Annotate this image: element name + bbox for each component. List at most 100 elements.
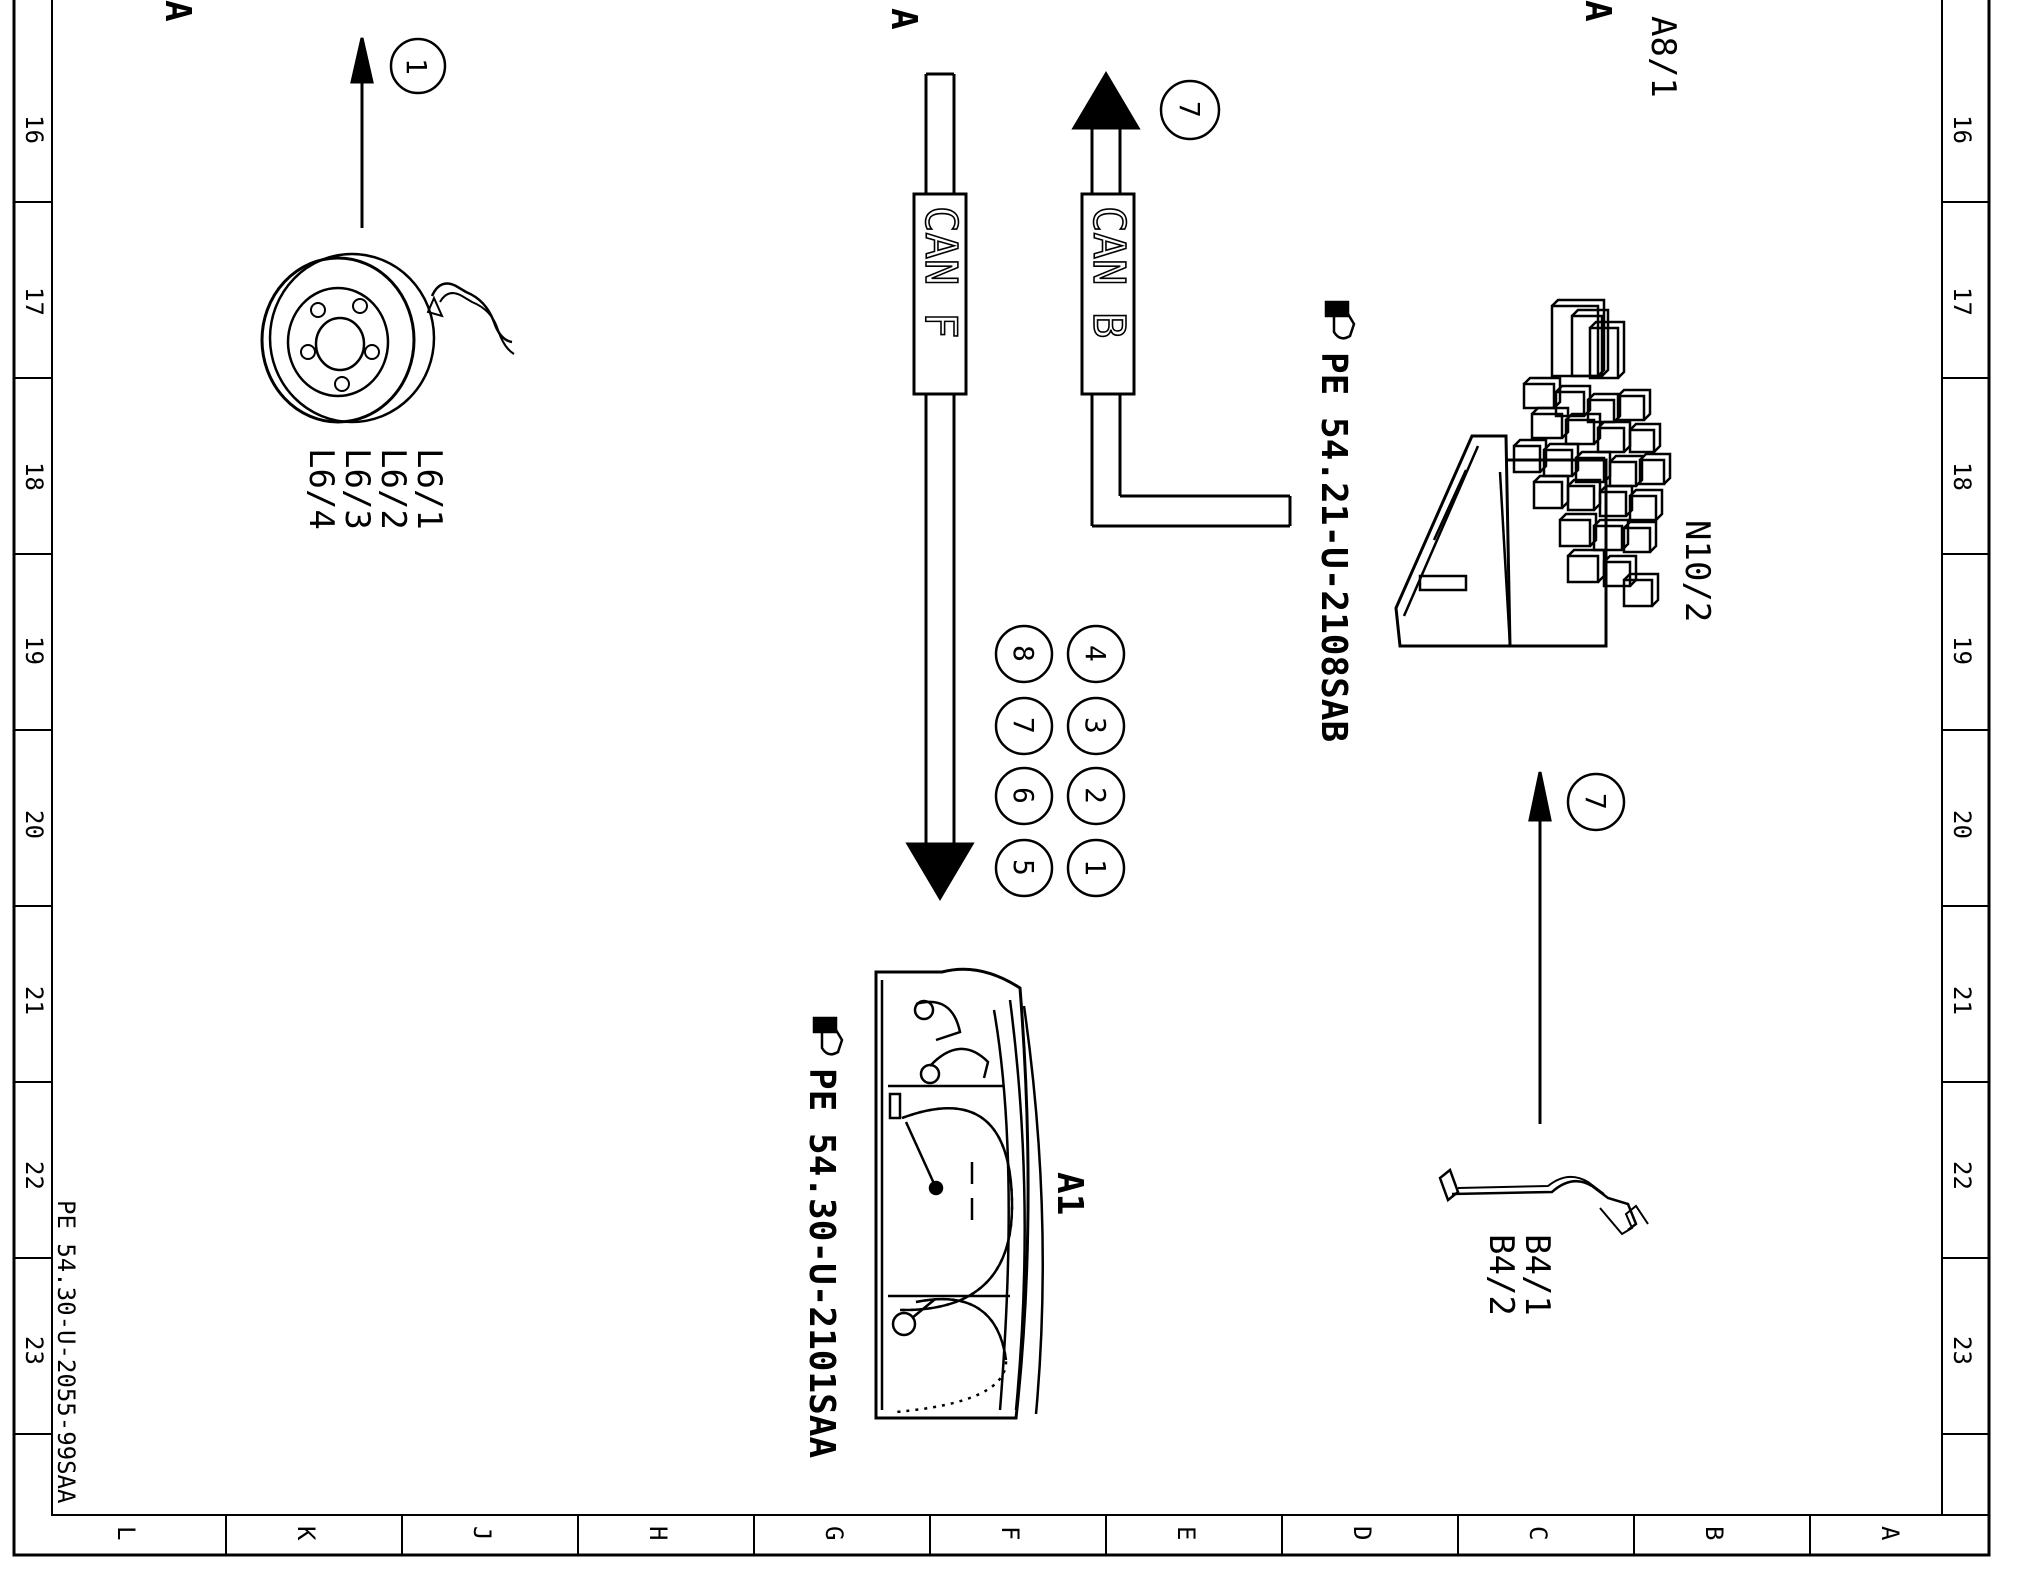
fuse-block-edge [1603,554,1638,587]
column-letter: H [644,1526,672,1540]
fuse-block [1532,480,1564,510]
fuse-relay-module-component [1394,298,1672,648]
connector-circle-labels: 4 3 2 1 8 7 6 5 [1007,645,1112,876]
fuse-block [1566,484,1596,512]
fuse-block-edge [1629,422,1662,453]
fuse-block-edge [1589,320,1626,379]
column-letter: B [1700,1526,1728,1540]
fuse-block-edge [1639,452,1672,485]
fuse-block [1566,554,1600,584]
fuse-block-edge [1571,308,1610,377]
label-a8-1: A8/1 [1643,16,1683,98]
row-numbers-right: 16 17 18 19 20 21 22 23 [1948,115,1976,1365]
column-letter: K [292,1526,320,1541]
connector-circles [994,624,1126,898]
column-letter: C [1524,1526,1552,1540]
fuse-block [1622,578,1654,608]
fuse-block-edge [1533,474,1570,509]
row-number: 17 [20,287,48,316]
label-l6-4: L6/4 [301,448,341,530]
document-reference: PE 54.30-U-2055-99SAA [52,1200,80,1504]
fuse-block [1598,490,1628,518]
fuse-block-edge [1623,572,1660,607]
column-letter: J [468,1526,496,1540]
fuse-block-edge [1623,520,1658,553]
row-number: 20 [20,810,48,839]
fuse-block [1638,458,1666,486]
circle-label: 6 [1007,787,1040,804]
label-n10-2: N10/2 [1677,520,1717,622]
fuse-block [1616,394,1646,422]
can-f-label: CAN F [915,206,966,338]
fuse-block-edge [1567,478,1602,511]
top-marks: A A A [157,0,1618,30]
circle-label: 3 [1079,717,1112,734]
fuse-block [1596,426,1626,454]
fuse-block-edge [1567,548,1606,583]
fuse-block [1628,494,1658,522]
fuse-block-edge [1523,376,1562,409]
fuse-block [1564,418,1596,446]
fuse-block [1558,518,1592,548]
circle-7-top [1159,79,1221,141]
row-number: 23 [1948,1336,1976,1365]
circle-label-7-right: 7 [1579,793,1612,810]
can-b-bus [1071,71,1292,528]
instrument-cluster-component [874,967,1044,1420]
row-number: 19 [1948,636,1976,665]
fuse-block [1622,526,1652,554]
column-letter: L [112,1526,140,1540]
row-number: 18 [20,462,48,491]
column-letter: A [1876,1526,1904,1541]
row-number: 22 [1948,1161,1976,1190]
fuse-block [1588,326,1620,380]
fuse-block-edge [1597,420,1632,453]
can-b-label: CAN B [1083,206,1134,338]
top-mark: A [157,0,198,22]
row-number: 23 [20,1336,48,1365]
row-number: 20 [1948,810,1976,839]
circle-label: 8 [1007,645,1040,662]
column-letter: G [820,1526,848,1540]
label-l6-1: L6/1 [409,448,449,530]
fuse-block [1512,444,1542,474]
label-l6-3: L6/3 [337,448,377,530]
circle-label-1: 1 [400,58,433,75]
fuse-block [1592,524,1624,552]
fuse-block-edge [1593,518,1630,551]
circle-label: 2 [1079,787,1112,804]
reference-hand-icon [1324,300,1356,340]
row-number: 18 [1948,462,1976,491]
label-b4-1: B4/1 [1517,1234,1557,1316]
row-number: 21 [1948,986,1976,1015]
wheel-speed-sensor-component [260,37,515,424]
row-number: 16 [1948,115,1976,144]
column-letter: F [996,1526,1024,1540]
circle-label-7-top: 7 [1173,101,1206,118]
column-letter: E [1172,1526,1200,1540]
column-letters: L K J H G F E D C B A [112,1526,1904,1541]
row-number: 21 [20,986,48,1015]
circle-label: 1 [1079,859,1112,876]
column-letter: D [1348,1526,1376,1540]
pe-reference-n10-2: PE 54.21-U-2108SAB [1313,352,1354,742]
fuel-level-sensor-component [1438,771,1649,1236]
row-number: 16 [20,115,48,144]
circle-label: 5 [1007,859,1040,876]
fuse-block-edge [1617,388,1652,421]
row-number: 22 [20,1161,48,1190]
top-mark: A [883,8,924,30]
fuse-block [1628,428,1656,454]
fuse-block [1574,456,1606,484]
fuse-block [1542,448,1574,478]
pe-reference-a1: PE 54.30-U-2101SAA [801,1068,842,1458]
fuse-block [1522,382,1556,410]
circle-label: 7 [1007,717,1040,734]
fuse-block [1608,460,1638,488]
drawing-frame [12,0,1991,1557]
row-numbers-left: 16 17 18 19 20 21 22 23 [20,115,48,1365]
fuse-block [1530,412,1564,440]
fuse-block [1602,560,1632,588]
label-l6-2: L6/2 [373,448,413,530]
